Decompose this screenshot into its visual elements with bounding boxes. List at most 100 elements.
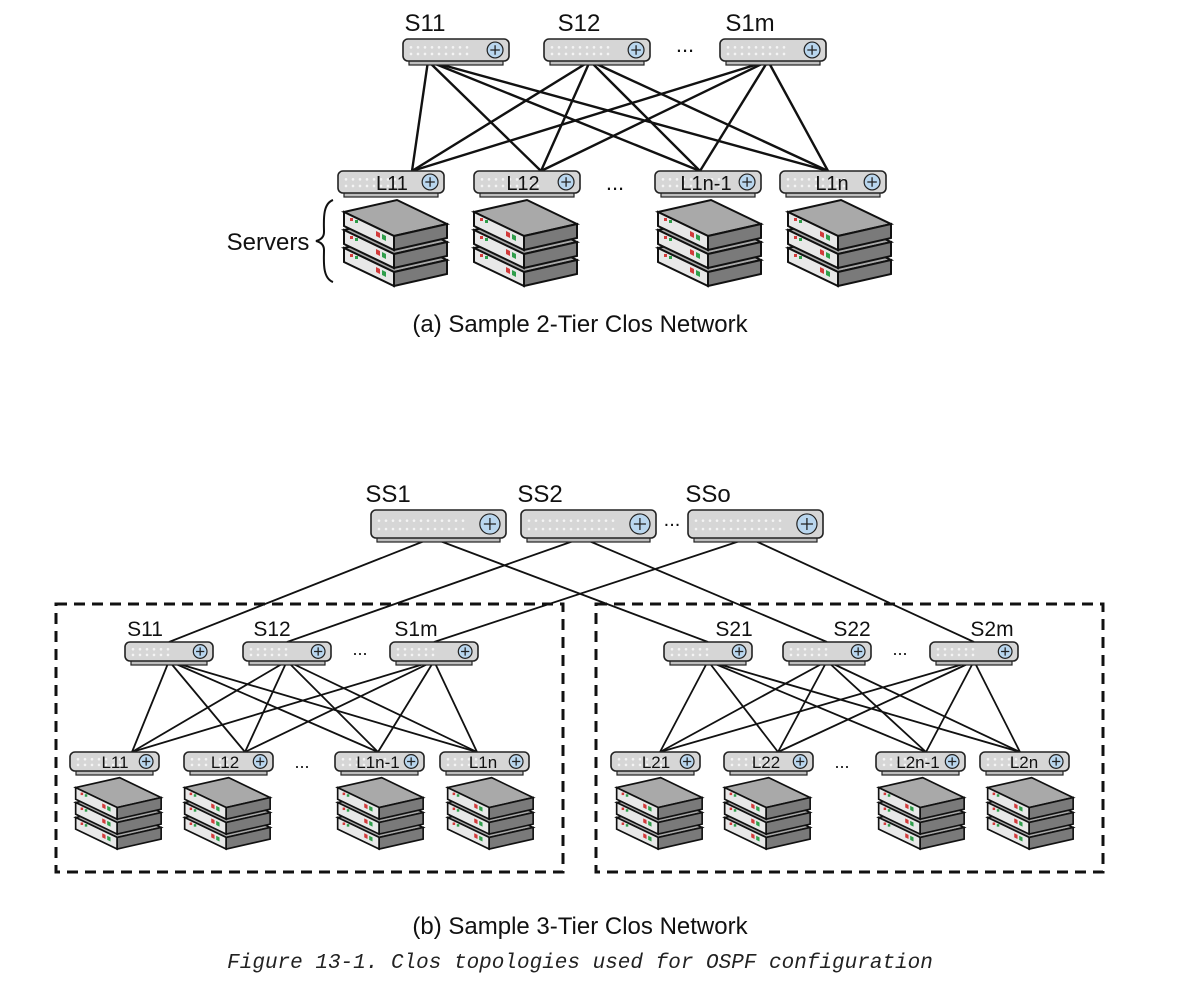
port-dots	[670, 647, 709, 657]
leaf-label: L12	[506, 173, 539, 195]
spine-switch	[929, 641, 1019, 666]
leaf-label: L2n-1	[896, 753, 939, 772]
server-stack	[340, 198, 451, 288]
spine-switch	[389, 641, 479, 666]
router-icon	[803, 41, 821, 59]
leaf-switch	[723, 751, 814, 776]
server-stack	[614, 776, 705, 851]
link	[777, 660, 828, 753]
leaf-switch	[473, 170, 581, 198]
link	[377, 660, 435, 753]
diagram-b-title: (b) Sample 3-Tier Clos Network	[412, 913, 748, 940]
link	[659, 660, 709, 753]
router-icon	[192, 644, 208, 659]
server-unit	[784, 198, 895, 252]
server-unit	[470, 198, 581, 252]
leaf-switch	[875, 751, 966, 776]
server-stack	[73, 776, 164, 851]
router-icon	[944, 754, 960, 769]
link	[168, 660, 246, 753]
port-dots	[131, 647, 170, 657]
leaf-label: L1n	[815, 173, 848, 195]
spine-label: S1m	[394, 618, 437, 641]
server-unit	[445, 776, 536, 821]
router-icon	[792, 754, 808, 769]
ellipsis: ...	[676, 32, 694, 57]
link	[410, 60, 430, 172]
server-unit	[73, 776, 164, 821]
leaf-switch	[779, 170, 887, 198]
link	[707, 660, 1021, 753]
link	[539, 60, 592, 172]
router-icon	[738, 173, 756, 191]
super-spine-label: SSo	[685, 481, 730, 508]
link	[411, 59, 591, 173]
link	[131, 660, 288, 753]
leaf-switch	[183, 751, 274, 776]
leaf-label: L11	[101, 753, 128, 772]
server-unit	[182, 776, 273, 821]
router-icon	[508, 754, 524, 769]
spine-switch	[543, 38, 651, 66]
servers-brace	[315, 199, 334, 283]
link	[589, 59, 829, 173]
spine-switch	[402, 38, 510, 66]
port-dots	[446, 757, 492, 767]
server-stack	[784, 198, 895, 288]
port-dots	[617, 757, 663, 767]
link	[286, 537, 583, 643]
port-dots	[882, 757, 928, 767]
port-dots	[344, 178, 404, 188]
server-unit	[335, 776, 426, 821]
leaf-label: L1n-1	[680, 173, 731, 195]
port-dots	[76, 757, 122, 767]
link	[286, 660, 379, 753]
spine-label: S1m	[725, 10, 774, 37]
link	[433, 537, 750, 643]
leaf-switch	[979, 751, 1070, 776]
server-stack	[470, 198, 581, 288]
router-icon	[627, 41, 645, 59]
router-icon	[486, 41, 504, 59]
link	[581, 537, 828, 643]
server-stack	[876, 776, 967, 851]
router-icon	[1048, 754, 1064, 769]
router-icon	[310, 644, 326, 659]
leaf-switch	[439, 751, 530, 776]
leaf-label: L1n	[469, 753, 497, 772]
server-stack	[182, 776, 273, 851]
router-icon	[679, 754, 695, 769]
link	[766, 60, 830, 172]
link	[659, 660, 975, 753]
leaf-switch	[610, 751, 701, 776]
server-stack	[985, 776, 1076, 851]
port-dots	[377, 519, 465, 531]
ellipsis: ...	[606, 170, 624, 195]
link	[427, 59, 829, 173]
server-unit	[876, 776, 967, 821]
server-unit	[985, 776, 1076, 821]
link	[433, 660, 478, 753]
pod-1-boundary	[54, 602, 565, 874]
router-icon	[629, 513, 651, 535]
link	[427, 59, 701, 173]
spine-label: S21	[715, 618, 752, 641]
port-dots	[661, 178, 721, 188]
link	[973, 660, 1021, 753]
link	[244, 660, 435, 753]
clos-topology-diagram: S11 S12 S1m ... L11 L12 L1n-1 L1n ... Se…	[54, 10, 1105, 940]
link	[168, 537, 433, 643]
leaf-label: L1n-1	[356, 753, 399, 772]
spine-switch	[719, 38, 827, 66]
leaf-label: L21	[642, 753, 670, 772]
port-dots	[396, 647, 435, 657]
leaf-label: L11	[376, 173, 408, 195]
super-spine-switch	[520, 509, 657, 543]
leaf-switch	[69, 751, 160, 776]
spine-label: S12	[558, 10, 601, 37]
port-dots	[480, 178, 540, 188]
leaf-switch	[334, 751, 425, 776]
server-stack	[722, 776, 813, 851]
router-icon	[850, 644, 866, 659]
super-spine-switch	[687, 509, 824, 543]
